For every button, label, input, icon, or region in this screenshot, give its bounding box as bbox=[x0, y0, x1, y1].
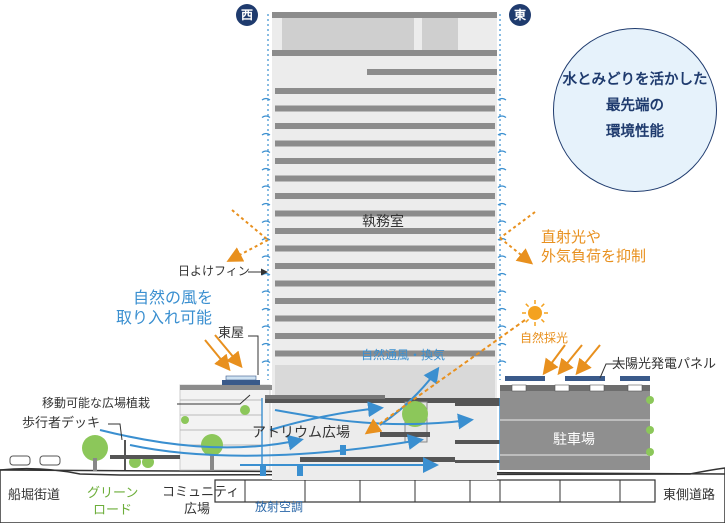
sun-icon bbox=[522, 300, 548, 326]
wind-tick bbox=[497, 255, 507, 259]
wind-tick bbox=[261, 115, 271, 119]
wind-tick bbox=[261, 342, 271, 346]
wind-tick bbox=[261, 325, 271, 329]
street-cars bbox=[9, 455, 61, 466]
floor-slab bbox=[275, 333, 495, 339]
sun-ray bbox=[525, 303, 530, 308]
wind-tick bbox=[497, 290, 507, 294]
funabori-road-label: 船堀街道 bbox=[8, 488, 61, 503]
pavilion-label: 東屋 bbox=[218, 326, 245, 341]
floor-slab bbox=[275, 88, 495, 94]
community-label-1: コミュニティ bbox=[162, 485, 240, 500]
wind-tick bbox=[497, 272, 507, 276]
sunshade-fin-label: 日よけフィン bbox=[178, 264, 250, 278]
floor-slab bbox=[275, 315, 495, 322]
wind-tick bbox=[497, 202, 507, 206]
floor-slab bbox=[275, 158, 495, 164]
sun-ray bbox=[540, 318, 545, 323]
sunlight-arrows bbox=[204, 209, 601, 435]
floor-slab bbox=[275, 123, 495, 129]
floor-slab bbox=[275, 193, 495, 199]
solar-panel-label: 太陽光発電パネル bbox=[612, 357, 717, 372]
natural-wind-label-1: 自然の風を bbox=[133, 288, 214, 307]
floor-slab bbox=[275, 350, 495, 357]
natural-light-label: 自然採光 bbox=[520, 331, 569, 345]
floor-slab bbox=[275, 228, 495, 234]
wind-tick bbox=[497, 97, 507, 101]
wind-tick bbox=[497, 360, 507, 364]
leader-lines bbox=[108, 268, 625, 441]
east-compass-badge: 東 bbox=[509, 4, 531, 26]
office-label: 執務室 bbox=[362, 214, 404, 230]
wind-tick bbox=[497, 132, 507, 136]
floor-slab bbox=[275, 280, 495, 287]
wind-tick bbox=[261, 150, 271, 154]
wind-tick bbox=[497, 307, 507, 311]
parking-structure bbox=[500, 376, 650, 470]
wind-tick bbox=[261, 290, 271, 294]
wind-tick bbox=[261, 307, 271, 311]
atrium-label: アトリウム広場 bbox=[252, 425, 350, 441]
wind-flow-arrows bbox=[99, 366, 474, 473]
sun-ray bbox=[525, 318, 530, 323]
natural-ventilation-label: 自然通風・換気 bbox=[361, 348, 446, 362]
wind-tick bbox=[261, 360, 271, 364]
wind-tick bbox=[261, 255, 271, 259]
wind-tick bbox=[261, 132, 271, 136]
wind-tick bbox=[497, 167, 507, 171]
parking-label: 駐車場 bbox=[553, 432, 595, 448]
east-road-label: 東側道路 bbox=[663, 488, 716, 503]
green-road-label-1: グリーン bbox=[87, 486, 139, 501]
pedestrian-deck-structure bbox=[110, 440, 180, 470]
wind-tick bbox=[497, 220, 507, 224]
wind-tick bbox=[261, 272, 271, 276]
theme-line-2: 最先端の bbox=[606, 98, 664, 114]
radiant-ac-label: 放射空調 bbox=[255, 500, 304, 514]
floor-slab bbox=[275, 298, 495, 304]
green-road-label-2: ロード bbox=[93, 503, 133, 518]
wind-tick bbox=[261, 202, 271, 206]
theme-circle: 水とみどりを活かした 最先端の 環境性能 bbox=[553, 28, 717, 192]
floor-slab bbox=[275, 263, 495, 269]
office-tower bbox=[272, 12, 497, 480]
wind-tick bbox=[261, 185, 271, 189]
floor-slab bbox=[275, 175, 495, 182]
floor-slab bbox=[275, 210, 495, 217]
direct-sun-label-1: 直射光や bbox=[541, 228, 602, 246]
wind-tick bbox=[261, 97, 271, 101]
floor-slab bbox=[275, 105, 495, 112]
wind-tick bbox=[261, 167, 271, 171]
movable-planting-label: 移動可能な広場植栽 bbox=[42, 396, 151, 410]
wind-tick bbox=[497, 185, 507, 189]
basement bbox=[214, 479, 656, 503]
west-compass-badge: 西 bbox=[236, 4, 258, 26]
wind-tick bbox=[497, 150, 507, 154]
wind-tick bbox=[497, 115, 507, 119]
pedestrian-deck-label: 歩行者デッキ bbox=[22, 416, 101, 431]
sun-ray bbox=[540, 303, 545, 308]
theme-line-1: 水とみどりを活かした bbox=[562, 72, 708, 88]
direct-sun-label-2: 外気負荷を抑制 bbox=[541, 247, 647, 265]
natural-wind-label-2: 取り入れ可能 bbox=[116, 308, 213, 327]
floor-slab bbox=[275, 140, 495, 147]
wind-tick bbox=[497, 325, 507, 329]
wind-tick bbox=[261, 220, 271, 224]
floor-slab bbox=[275, 245, 495, 252]
community-label-2: 広場 bbox=[184, 502, 211, 517]
theme-line-3: 環境性能 bbox=[606, 124, 664, 140]
wind-tick bbox=[497, 342, 507, 346]
